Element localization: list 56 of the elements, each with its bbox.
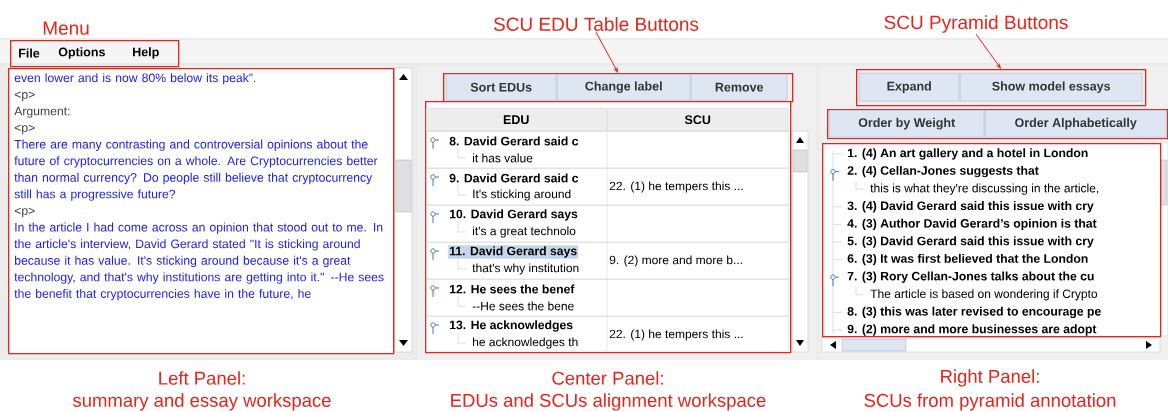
essay-text: <p> — [14, 91, 35, 102]
tree-item: this is what they're discussing in the article, — [870, 183, 1099, 195]
annotation-label: Menu — [43, 21, 89, 35]
button: Order by Weight — [829, 110, 985, 138]
table-cell: 22. (1) he tempers this ... — [609, 329, 743, 341]
button: Remove — [691, 74, 788, 101]
panel-caption: EDUs and SCUs alignment workspace — [451, 393, 766, 411]
button: Show model essays — [960, 73, 1143, 102]
tree-item: 11. David Gerard says — [448, 245, 579, 259]
button: Sort EDUs — [446, 74, 557, 101]
tree-item: it has value — [473, 153, 533, 163]
menu-item: Help — [133, 47, 159, 59]
panel-caption: Left Panel: — [159, 371, 245, 385]
annotation-label: SCU Pyramid Buttons — [884, 15, 1068, 33]
panel-caption: Center Panel: — [552, 371, 663, 385]
tree-item: 13. He acknowledges — [450, 320, 573, 332]
tree-item: 1. (4) An art gallery and a hotel in London — [847, 148, 1088, 160]
tree-item: 5. (3) David Gerard said this issue with cry — [847, 236, 1094, 248]
tree-item: that's why institution — [472, 263, 579, 275]
tree-item: he acknowledges th — [473, 337, 578, 349]
tree-item: It's sticking around — [473, 189, 571, 201]
tree-item: 4. (3) Author David Gerard’s opinion is that — [847, 218, 1097, 231]
tree-item: 7. (3) Rory Cellan-Jones talks about the cu — [847, 271, 1094, 283]
tree-item: 9. David Gerard said c — [449, 173, 579, 183]
table-cell: 9. (2) more and more b... — [609, 255, 742, 267]
tree-item: 8. David Gerard said c — [449, 136, 579, 146]
button: Order Alphabetically — [985, 110, 1167, 138]
panel-caption: SCUs from pyramid annotation — [864, 393, 1116, 411]
menu-item: Options — [58, 47, 105, 59]
tree-item: 9. (2) more and more businesses are adopt — [847, 324, 1097, 336]
arrow — [975, 33, 1001, 69]
arrow — [595, 31, 618, 73]
tree-item: 3. (4) David Gerard said this issue with cry — [847, 201, 1094, 213]
essay-text: In the article I had come across an opinion that stood out to me. In the article's interview, David Gerard stated "It is sticking around because it has value. It's sticking around because it's a great technology, and that's why institutions are getting into it." --He sees the benefit that cryptocurrencies have in the future, he — [14, 222, 384, 301]
tree-item: 12. He sees the benef — [450, 284, 575, 294]
tree-item: The article is based on wondering if Crypto — [870, 289, 1098, 301]
essay-text: There are many contrasting and controversial opinions about the future of cryptocurrencies on a whole. Are Cryptocurrencies better than normal currency? Do people still believe that cryptocurrency still has a progressive future? — [14, 139, 378, 201]
menu-item: File — [19, 48, 40, 58]
annotation-label: SCU EDU Table Buttons — [493, 17, 699, 31]
tree-item: it's a great technolo — [473, 226, 576, 238]
table-cell: 22. (1) he tempers this ... — [609, 181, 743, 193]
essay-text: Argument: — [14, 106, 70, 118]
tree-item: 10. David Gerard says — [450, 209, 578, 221]
column-header: SCU — [607, 108, 789, 132]
panel-caption: summary and essay workspace — [73, 393, 331, 411]
essay-text: <p> — [14, 124, 35, 135]
button: Expand — [859, 73, 960, 102]
panel-caption: Right Panel: — [941, 369, 1039, 387]
button: Change label — [557, 74, 691, 101]
essay-text: even lower and is now 80% below its peak”. — [14, 73, 256, 85]
tree-item: 6. (3) It was first believed that the London — [847, 253, 1088, 266]
tree-item: --He sees the bene — [472, 301, 574, 311]
essay-text: <p> — [14, 207, 35, 218]
tree-item: 2. (4) Cellan-Jones suggests that — [847, 165, 1039, 178]
tree-item: 8. (3) this was later revised to encourage pe — [847, 306, 1101, 319]
column-header: EDU — [426, 108, 607, 132]
